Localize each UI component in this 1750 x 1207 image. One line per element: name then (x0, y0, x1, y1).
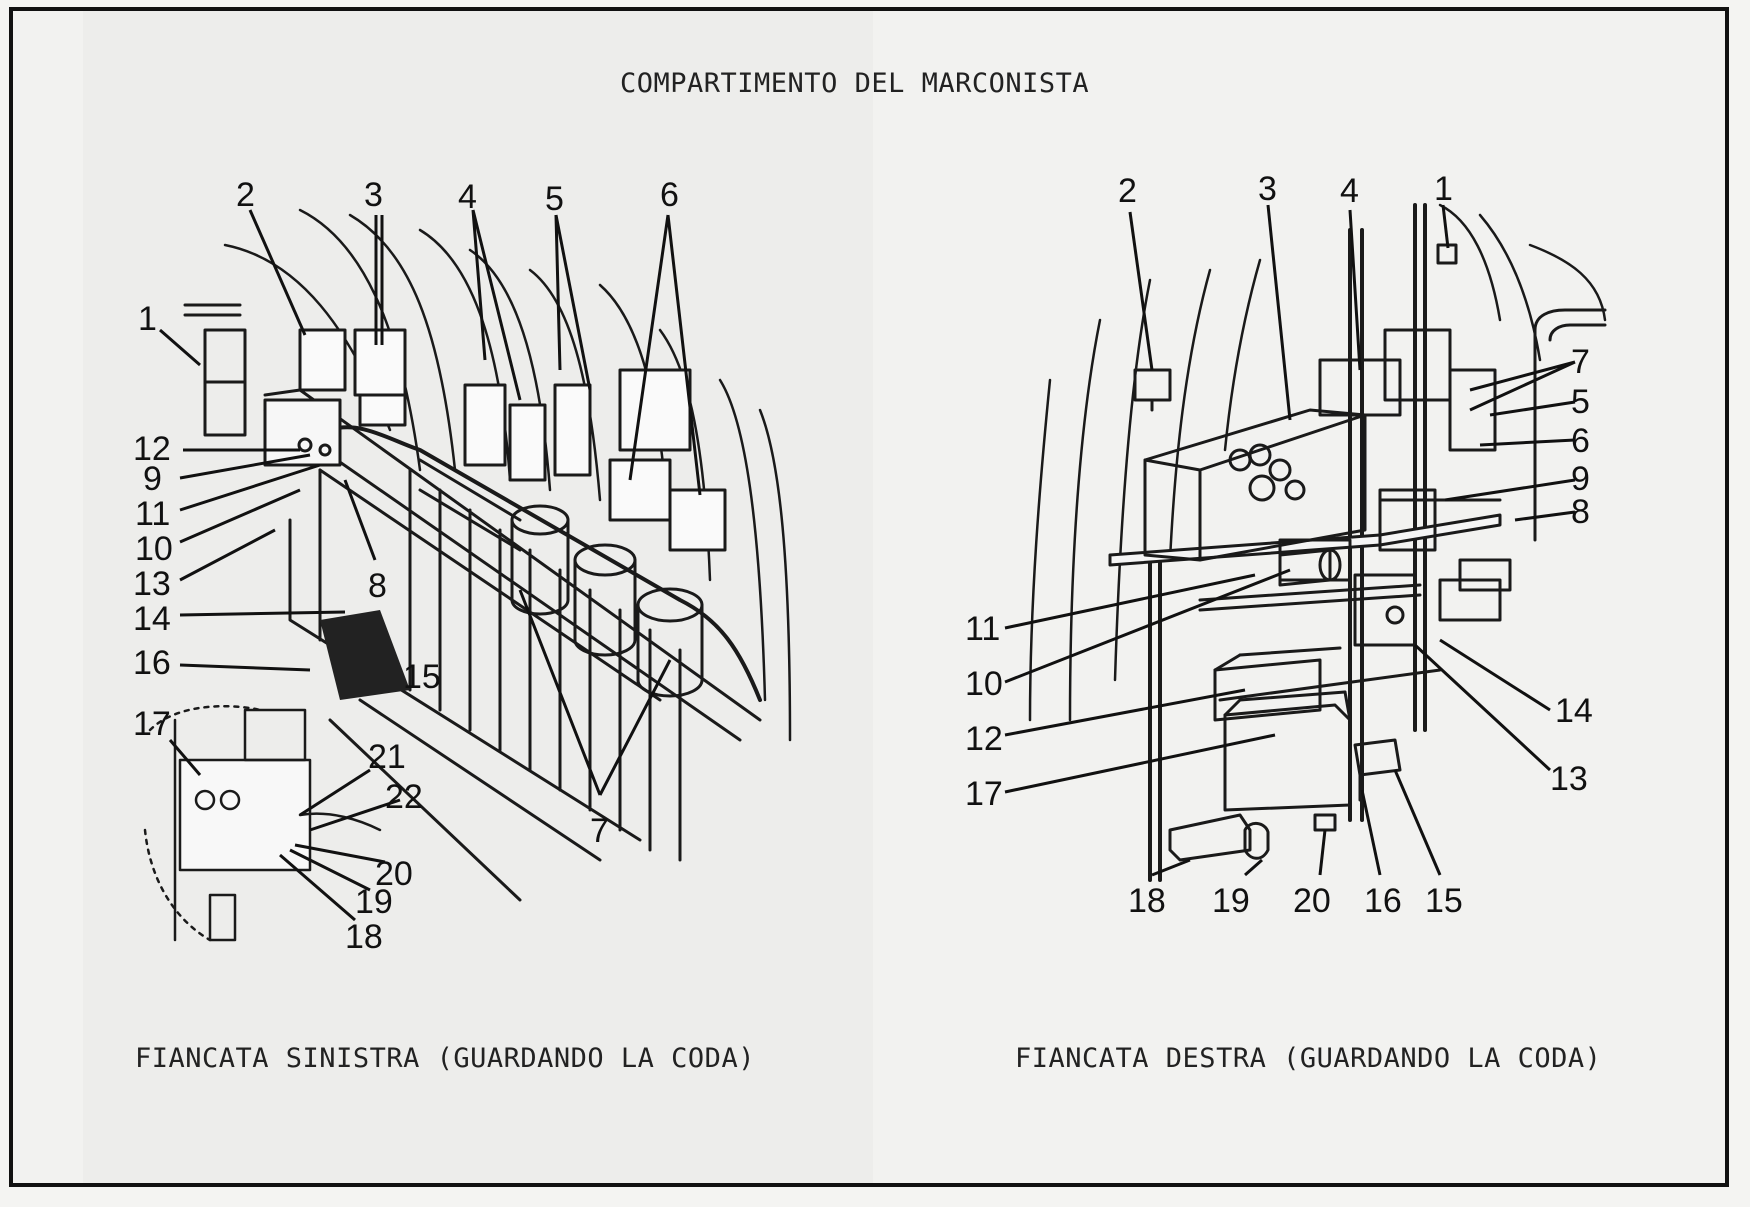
left-callout-18: 18 (345, 918, 383, 956)
right-callout-14: 14 (1555, 692, 1593, 730)
left-callout-3: 3 (364, 176, 383, 214)
left-callout-15: 15 (403, 658, 441, 696)
right-callout-numbers: 1 2 3 4 5 6 7 8 9 10 11 12 13 14 15 16 1… (965, 170, 1593, 920)
right-callout-13: 13 (1550, 760, 1588, 798)
left-fuselage-illustration: 1 2 3 4 5 6 7 8 9 10 11 12 13 14 15 16 1… (133, 176, 792, 956)
right-callout-20: 20 (1293, 882, 1331, 920)
left-callout-13: 13 (133, 565, 171, 603)
left-callout-9: 9 (143, 460, 162, 498)
right-callout-17: 17 (965, 775, 1003, 813)
right-callout-3: 3 (1258, 170, 1277, 208)
left-callout-8: 8 (368, 567, 387, 605)
right-fuselage-illustration: 1 2 3 4 5 6 7 8 9 10 11 12 13 14 15 16 1… (965, 170, 1607, 920)
left-callout-19: 19 (355, 883, 393, 921)
left-callout-4: 4 (458, 178, 477, 216)
right-callout-8: 8 (1571, 493, 1590, 531)
left-callout-22: 22 (385, 778, 423, 816)
diagram-title: COMPARTIMENTO DEL MARCONISTA (620, 68, 1090, 99)
right-callout-2: 2 (1118, 172, 1137, 210)
right-callout-10: 10 (965, 665, 1003, 703)
left-callout-11: 11 (135, 495, 170, 533)
right-callout-6: 6 (1571, 422, 1590, 460)
left-callout-20: 20 (375, 855, 413, 893)
right-callout-5: 5 (1571, 383, 1590, 421)
right-callout-16: 16 (1364, 882, 1402, 920)
right-callout-18: 18 (1128, 882, 1166, 920)
right-callout-4: 4 (1340, 172, 1359, 210)
left-callout-numbers: 1 2 3 4 5 6 7 8 9 10 11 12 13 14 15 16 1… (133, 176, 679, 956)
left-callout-14: 14 (133, 600, 171, 638)
right-callout-19: 19 (1212, 882, 1250, 920)
right-leader-lines (1004, 204, 1576, 877)
right-callout-7: 7 (1571, 343, 1590, 381)
left-panel-caption: FIANCATA SINISTRA (GUARDANDO LA CODA) (135, 1043, 755, 1074)
right-callout-1: 1 (1434, 170, 1453, 208)
right-callout-11: 11 (965, 610, 1000, 648)
left-callout-2: 2 (236, 176, 255, 214)
diagram-frame (9, 7, 1729, 1187)
left-inset-detail (143, 705, 382, 942)
right-callout-12: 12 (965, 720, 1003, 758)
left-callout-17: 17 (133, 705, 171, 743)
left-panel-background (83, 11, 873, 1183)
right-callout-15: 15 (1425, 882, 1463, 920)
right-callout-9: 9 (1571, 460, 1590, 498)
left-callout-7: 7 (590, 812, 609, 850)
left-callout-10: 10 (135, 530, 173, 568)
left-callout-21: 21 (368, 738, 406, 776)
left-callout-1: 1 (138, 300, 157, 338)
left-callout-5: 5 (545, 180, 564, 218)
right-panel-caption: FIANCATA DESTRA (GUARDANDO LA CODA) (1015, 1043, 1602, 1074)
left-callout-16: 16 (133, 644, 171, 682)
left-leader-lines (159, 209, 702, 922)
left-callout-12: 12 (133, 430, 171, 468)
left-callout-6: 6 (660, 176, 679, 214)
